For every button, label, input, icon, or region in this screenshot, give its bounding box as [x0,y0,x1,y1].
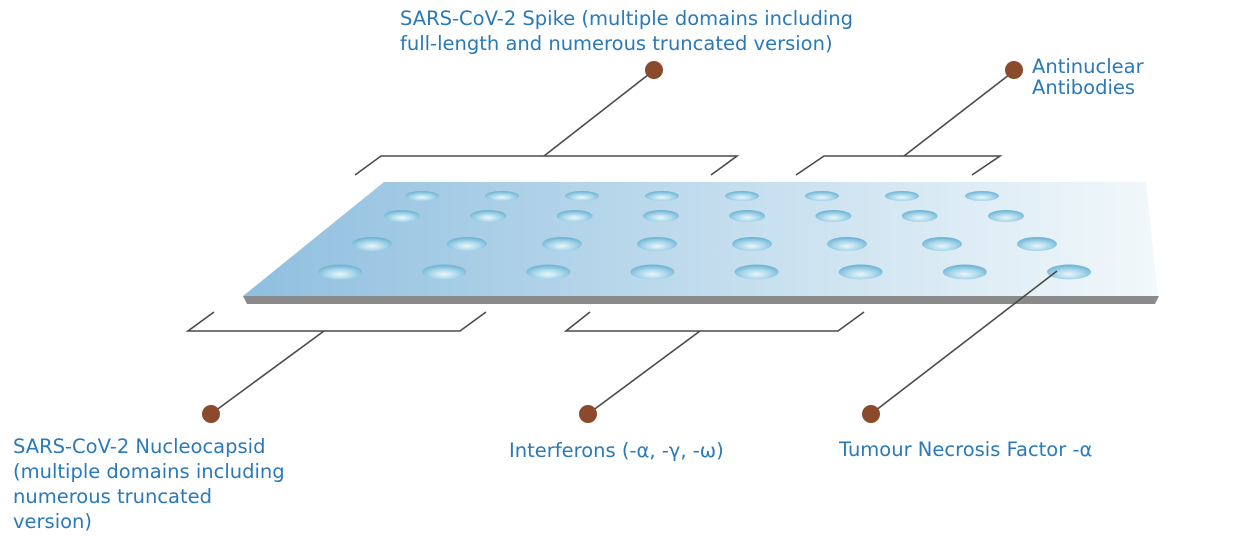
antinuclear-label: Antinuclear Antibodies [1032,56,1144,98]
array-spot [645,191,679,201]
tnf-leader-line [870,270,1058,415]
array-spot [922,237,962,251]
interferons-leader-line [587,330,701,415]
array-spot [637,237,677,251]
array-spot [734,264,779,280]
array-spot [556,210,593,222]
array-spot [901,210,938,222]
array-spot [815,210,852,222]
array-spot [318,264,362,280]
array-spot [965,191,999,201]
array-spot [422,264,467,280]
antinuclear-label-line1: Antinuclear [1032,55,1144,78]
array-spot [384,210,420,222]
array-spot [405,191,439,201]
tnf-label: Tumour Necrosis Factor -α [839,437,1092,462]
antinuclear-pointer-dot [1005,61,1023,79]
spike-label-line2: full-length and numerous truncated versi… [400,32,833,55]
interferons-label-text: Interferons (-α, -γ, -ω) [509,439,724,462]
array-spot [352,237,392,251]
array-spot [485,191,519,201]
nucleocapsid-label-line2: (multiple domains including [13,460,285,483]
interferons-pointer-dot [579,405,597,423]
array-spot [1047,264,1091,280]
antinuclear-bracket [795,155,1003,176]
array-spot [565,191,599,201]
spike-label: SARS-CoV-2 Spike (multiple domains inclu… [400,6,853,56]
array-spot [447,237,487,251]
spot-grid [318,191,1091,280]
array-spot [630,264,675,280]
array-spot [885,191,919,201]
spike-pointer-dot [645,61,663,79]
microarray-slide [243,182,1158,296]
array-spot [470,210,507,222]
array-spot [942,264,987,280]
nucleocapsid-label-line3: numerous truncated [13,485,213,508]
nucleocapsid-leader-line [210,330,325,415]
array-spot [827,237,867,251]
nucleocapsid-label-line4: version) [13,510,93,533]
nucleocapsid-bracket [185,311,487,332]
array-spot [542,237,582,251]
array-spot [1017,237,1057,251]
antinuclear-label-line2: Antibodies [1032,76,1136,99]
interferons-bracket [563,311,865,332]
interferons-label: Interferons (-α, -γ, -ω) [509,438,724,463]
array-spot [729,210,766,222]
array-spot [805,191,839,201]
array-spot [988,210,1024,222]
spike-leader-line [543,70,654,157]
nucleocapsid-label-line1: SARS-CoV-2 Nucleocapsid [13,435,266,458]
array-spot [526,264,571,280]
slide-edge [243,296,1159,304]
array-spot [725,191,759,201]
spike-label-line1: SARS-CoV-2 Spike (multiple domains inclu… [400,7,854,30]
tnf-label-text: Tumour Necrosis Factor -α [839,438,1093,461]
array-spot [732,237,772,251]
array-spot [838,264,883,280]
antinuclear-leader-line [903,70,1015,157]
tnf-pointer-dot [862,405,880,423]
nucleocapsid-pointer-dot [202,405,220,423]
array-spot [642,210,679,222]
nucleocapsid-label: SARS-CoV-2 Nucleocapsid (multiple domain… [13,434,285,534]
spike-bracket [354,155,740,176]
